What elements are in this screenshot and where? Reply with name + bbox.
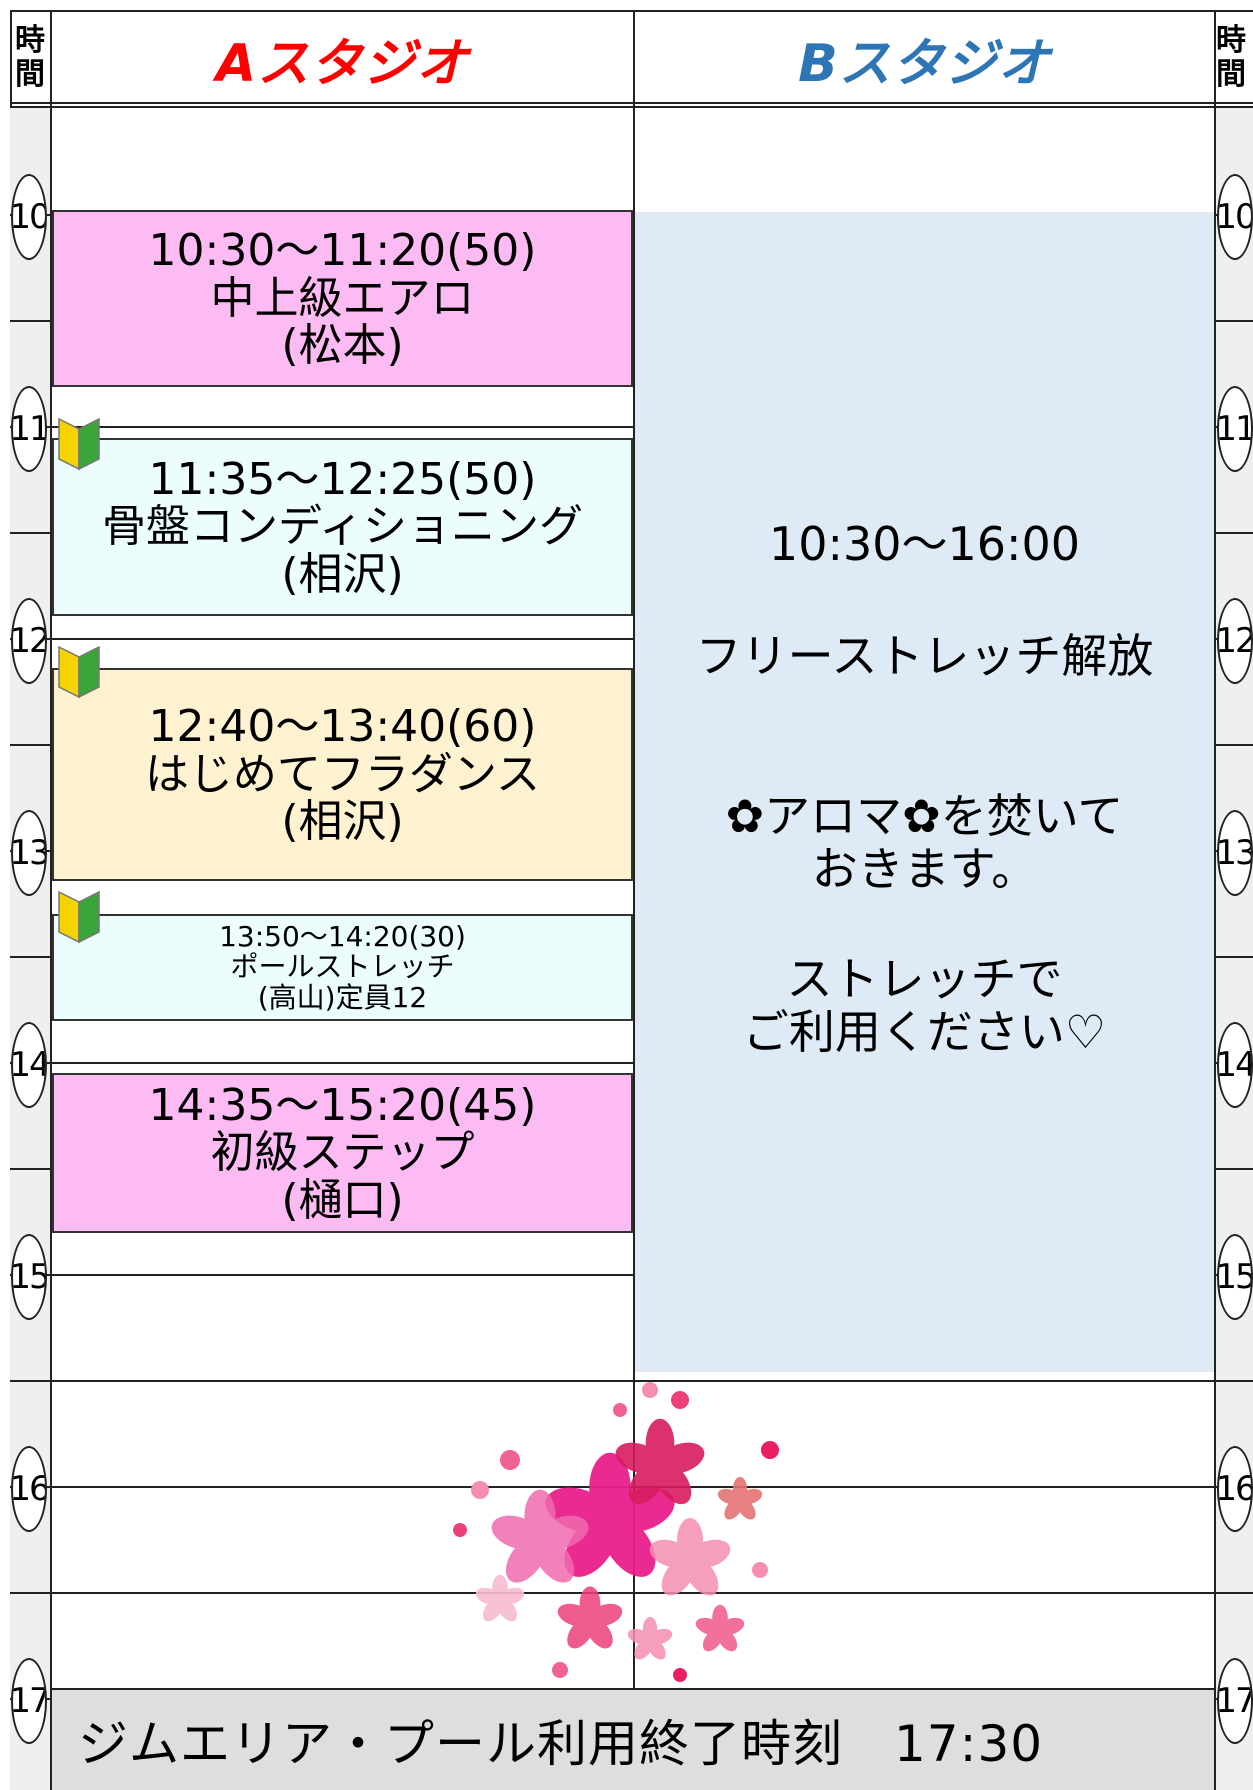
hour-marker-right: 13 — [1217, 810, 1253, 896]
class-block-step: 14:35〜15:20(45) 初級ステップ (樋口) — [52, 1073, 633, 1233]
right-column-divider — [1214, 10, 1216, 1790]
hour-marker-left: 17 — [11, 1658, 47, 1744]
closing-time-banner: ジムエリア・プール利用終了時刻 17:30 — [52, 1690, 1214, 1790]
grid-line — [10, 1380, 1253, 1382]
time-label-1-right: 時 — [1216, 23, 1246, 58]
hour-marker-right: 15 — [1217, 1234, 1253, 1320]
class-name: 初級ステップ — [210, 1127, 475, 1179]
hour-marker-right: 17 — [1217, 1658, 1253, 1744]
hour-marker-right: 10 — [1217, 174, 1253, 260]
class-instructor: (樋口) — [281, 1174, 404, 1226]
class-time: 14:35〜15:20(45) — [148, 1079, 537, 1131]
hour-marker-right: 16 — [1217, 1446, 1253, 1532]
studio-divider — [633, 10, 635, 1710]
hour-marker-left: 15 — [11, 1234, 47, 1320]
left-column-divider — [50, 10, 52, 1790]
beginner-mark-icon — [58, 645, 100, 699]
studio-b-note-1: ✿アロマ✿を焚いて — [725, 789, 1124, 843]
hour-marker-left: 11 — [11, 386, 47, 472]
footer-divider — [50, 1688, 1216, 1690]
grid-line — [10, 638, 1253, 640]
hour-marker-right: 11 — [1217, 386, 1253, 472]
class-block-pelvis: 11:35〜12:25(50) 骨盤コンディショニング (相沢) — [52, 438, 633, 616]
hour-marker-right: 12 — [1217, 598, 1253, 684]
right-time-header: 時 間 — [1216, 12, 1253, 104]
header-divider-top — [10, 102, 1253, 104]
grid-line — [10, 1274, 1253, 1276]
class-name: 中上級エアロ — [210, 272, 475, 324]
time-label-1: 時 — [15, 23, 45, 58]
studio-b-note-4: ご利用ください♡ — [742, 1005, 1107, 1059]
studio-b-title: フリーストレッチ解放 — [695, 629, 1154, 683]
left-time-column — [10, 106, 50, 1790]
class-time: 10:30〜11:20(50) — [148, 225, 537, 277]
hour-marker-left: 16 — [11, 1446, 47, 1532]
hour-marker-left: 12 — [11, 598, 47, 684]
class-instructor: (相沢) — [281, 548, 404, 600]
class-instructor: (相沢) — [281, 796, 404, 848]
class-time: 12:40〜13:40(60) — [148, 701, 537, 753]
left-time-header: 時 間 — [10, 12, 50, 104]
class-name: ポールストレッチ — [230, 950, 455, 984]
class-instructor: (高山)定員12 — [257, 980, 428, 1014]
class-time: 11:35〜12:25(50) — [148, 453, 537, 505]
beginner-mark-icon — [58, 417, 100, 471]
hour-marker-left: 13 — [11, 810, 47, 896]
hour-marker-left: 14 — [11, 1022, 47, 1108]
class-instructor: (松本) — [281, 320, 404, 372]
class-block-aero: 10:30〜11:20(50) 中上級エアロ (松本) — [52, 210, 633, 387]
class-time: 13:50〜14:20(30) — [219, 920, 466, 954]
studio-b-note-2: おきます。 — [811, 842, 1038, 896]
class-name: 骨盤コンディショニング — [102, 501, 583, 553]
time-label-2-right: 間 — [1216, 57, 1246, 92]
right-time-column — [1214, 106, 1253, 1790]
studio-b-note-3: ストレッチで — [786, 952, 1063, 1006]
sakura-decoration-icon — [453, 1382, 779, 1682]
studio-a-header: Aスタジオ — [52, 12, 633, 104]
studio-b-header: Bスタジオ — [635, 12, 1214, 104]
class-block-hula: 12:40〜13:40(60) はじめてフラダンス (相沢) — [52, 668, 633, 881]
closing-time-text: ジムエリア・プール利用終了時刻 17:30 — [78, 1715, 1044, 1773]
class-block-pole-stretch: 13:50〜14:20(30) ポールストレッチ (高山)定員12 — [52, 914, 633, 1021]
hour-marker-right: 14 — [1217, 1022, 1253, 1108]
hour-marker-left: 10 — [11, 174, 47, 260]
studio-a-title: Aスタジオ — [215, 33, 470, 94]
grid-line — [10, 1062, 1253, 1064]
studio-b-block — [635, 212, 1214, 1372]
grid-line — [10, 1592, 1253, 1594]
grid-line — [10, 426, 1253, 428]
beginner-mark-icon — [58, 890, 100, 944]
studio-b-title: Bスタジオ — [798, 33, 1051, 94]
class-name: はじめてフラダンス — [144, 748, 541, 800]
studio-b-time: 10:30〜16:00 — [768, 517, 1081, 571]
header-divider-bottom — [10, 106, 1253, 108]
time-label-2: 間 — [15, 57, 45, 92]
